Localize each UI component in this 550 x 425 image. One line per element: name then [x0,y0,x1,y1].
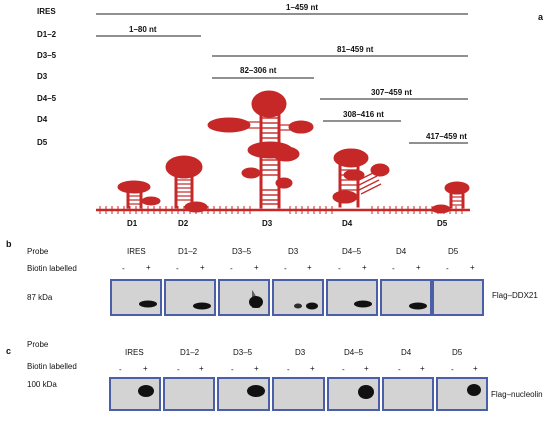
sign-plus: + [310,364,315,373]
panel-b-lane-d3: D3 [288,247,299,256]
sign-minus: - [392,264,395,273]
sign-plus: + [362,263,367,272]
sign-minus: - [176,264,179,273]
panel-b-lane-d4: D4 [396,247,407,256]
gel-c-ires [109,377,161,411]
sign-minus: - [119,365,122,374]
panel-c-biotin-label: Biotin labelled [27,362,77,371]
range-label-d1-2: 1–80 nt [129,25,157,34]
sign-plus: + [254,263,259,272]
domain-label-d5: D5 [437,219,448,228]
construct-lines [96,13,468,144]
sign-plus: + [470,263,475,272]
panel-c-probe-label: Probe [27,340,49,349]
panel-b-lane-d5: D5 [448,247,459,256]
panel-b-marker: 87 kDa [27,293,53,302]
ires-secondary-structure [96,90,470,214]
panel-b-lane-d4-5: D4–5 [342,247,362,256]
panel-b-lane-ires: IRES [127,247,146,256]
construct-label-ires: IRES [37,7,56,16]
range-label-ires: 1–459 nt [286,3,319,12]
sign-minus: - [287,365,290,374]
gel-c-d1-2 [163,377,215,411]
gel-b-d4 [380,279,432,316]
panel-c-lane-d5: D5 [452,348,463,357]
sign-minus: - [284,264,287,273]
gel-b-d3 [272,279,324,316]
sign-minus: - [177,365,180,374]
panel-b-lane-d1-2: D1–2 [178,247,198,256]
sign-minus: - [398,365,401,374]
sign-plus: + [416,263,421,272]
domain-label-d3: D3 [262,219,273,228]
gel-c-d4 [382,377,434,411]
range-label-d3: 82–306 nt [240,66,277,75]
domain-d5-hairpin [431,181,470,214]
sign-plus: + [199,364,204,373]
sign-plus: + [364,364,369,373]
panel-c-lane-d4: D4 [401,348,412,357]
sign-minus: - [446,264,449,273]
construct-label-d3-5: D3–5 [37,51,57,60]
panel-c-lane-d1-2: D1–2 [180,348,200,357]
sign-minus: - [451,365,454,374]
panel-a-diagram [96,13,470,214]
gel-b-ires [110,279,162,316]
sign-plus: + [254,364,259,373]
domain-d2-hairpin [165,155,208,213]
domain-d3-hairpin [207,90,314,209]
panel-b-lane-d3-5: D3–5 [232,247,252,256]
gel-c-d3-5 [217,377,270,411]
gel-b-d1-2 [164,279,216,316]
panel-b-biotin-label: Biotin labelled [27,264,77,273]
sign-minus: - [342,365,345,374]
domain-label-d1: D1 [127,219,138,228]
construct-label-d3: D3 [37,72,48,81]
domain-d1-hairpin [117,180,161,209]
panel-c-lane-ires: IRES [125,348,144,357]
range-label-d3-5: 81–459 nt [337,45,374,54]
construct-label-d1-2: D1–2 [37,30,57,39]
panel-c-marker: 100 kDa [27,380,57,389]
range-label-d4-5: 307–459 nt [371,88,412,97]
sign-plus: + [146,263,151,272]
sign-plus: + [473,364,478,373]
sign-minus: - [230,264,233,273]
range-label-d4: 308–416 nt [343,110,384,119]
domain-label-d2: D2 [178,219,189,228]
panel-c-lane-d3-5: D3–5 [233,348,253,357]
panel-b-letter: b [6,239,12,249]
domain-label-d4: D4 [342,219,353,228]
construct-label-d4-5: D4–5 [37,94,57,103]
gel-c-d4-5 [327,377,380,411]
panel-c-lane-d3: D3 [295,348,306,357]
panel-c-blot-label: Flag–nucleolin [491,390,543,399]
gel-b-d4-5 [326,279,378,316]
panel-b-probe-label: Probe [27,247,49,256]
sign-minus: - [231,365,234,374]
construct-label-d5: D5 [37,138,48,147]
sign-minus: - [338,264,341,273]
gel-c-d5 [436,377,488,411]
sign-plus: + [143,364,148,373]
range-label-d5: 417–459 nt [426,132,467,141]
gel-b-d5 [432,279,484,316]
panel-c-lane-d4-5: D4–5 [344,348,364,357]
gel-b-d3-5 [218,279,270,316]
construct-label-d4: D4 [37,115,48,124]
sign-plus: + [200,263,205,272]
panel-a-letter: a [538,12,544,22]
sign-plus: + [420,364,425,373]
domain-d4-hairpin [332,148,390,208]
panel-b-blot-label: Flag–DDX21 [492,291,538,300]
gel-c-d3 [272,377,325,411]
sign-minus: - [122,264,125,273]
panel-c-letter: c [6,346,12,356]
sign-plus: + [307,263,312,272]
